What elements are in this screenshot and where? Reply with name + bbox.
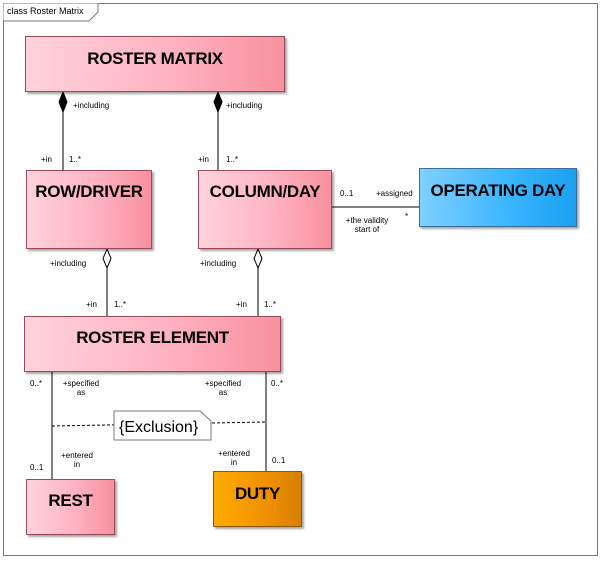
multiplicity-label: 0..1 bbox=[340, 189, 354, 198]
composition-diamond-icon bbox=[58, 90, 68, 114]
frame-title: class Roster Matrix bbox=[7, 6, 84, 16]
multiplicity-label: 0..* bbox=[271, 379, 284, 388]
role-label: +the validity start of bbox=[345, 216, 389, 234]
multiplicity-label: 1..* bbox=[114, 300, 127, 309]
multiplicity-label: 0..1 bbox=[30, 463, 44, 472]
class-operating-day-name: OPERATING DAY bbox=[430, 181, 566, 200]
diagram-frame bbox=[3, 3, 598, 556]
frame-tab bbox=[3, 3, 99, 22]
class-roster-matrix[interactable]: ROSTER MATRIX bbox=[25, 36, 285, 92]
multiplicity-label: 1..* bbox=[264, 300, 277, 309]
aggregation-diamond-icon bbox=[102, 247, 112, 270]
exclusion-note-box bbox=[113, 410, 212, 441]
role-label: +in bbox=[86, 300, 97, 309]
role-label: +assigned bbox=[376, 189, 413, 198]
role-label: +specified as bbox=[204, 379, 242, 397]
role-label: +including bbox=[200, 259, 237, 268]
class-column-day-name: COLUMN/DAY bbox=[209, 182, 321, 201]
multiplicity-label: 1..* bbox=[69, 155, 82, 164]
class-rest-name: REST bbox=[48, 491, 93, 510]
role-label: +including bbox=[226, 101, 263, 110]
role-label: +in bbox=[198, 155, 209, 164]
role-label: +in bbox=[236, 300, 247, 309]
composition-diamond-icon bbox=[213, 90, 223, 114]
role-label: +entered in bbox=[61, 451, 93, 469]
role-label: +entered in bbox=[218, 449, 250, 467]
class-roster-element[interactable]: ROSTER ELEMENT bbox=[24, 316, 281, 372]
multiplicity-label: 0..* bbox=[30, 379, 43, 388]
class-duty[interactable]: DUTY bbox=[213, 471, 302, 527]
role-label: +in bbox=[41, 155, 52, 164]
role-label: +including bbox=[73, 101, 110, 110]
multiplicity-label: * bbox=[405, 212, 409, 221]
class-roster-matrix-name: ROSTER MATRIX bbox=[87, 49, 223, 68]
class-rest[interactable]: REST bbox=[26, 479, 115, 535]
role-label: +including bbox=[50, 259, 87, 268]
aggregation-diamond-icon bbox=[253, 247, 263, 270]
role-label: +specified as bbox=[62, 379, 100, 397]
class-row-driver[interactable]: ROW/DRIVER bbox=[26, 170, 152, 249]
exclusion-constraint-label: {Exclusion} bbox=[119, 419, 199, 436]
class-roster-element-name: ROSTER ELEMENT bbox=[76, 328, 229, 347]
class-row-driver-name: ROW/DRIVER bbox=[35, 182, 143, 201]
multiplicity-label: 0..1 bbox=[272, 456, 286, 465]
class-column-day[interactable]: COLUMN/DAY bbox=[198, 170, 332, 249]
multiplicity-label: 1..* bbox=[226, 155, 239, 164]
class-duty-name: DUTY bbox=[234, 484, 281, 503]
class-operating-day[interactable]: OPERATING DAY bbox=[419, 168, 577, 227]
